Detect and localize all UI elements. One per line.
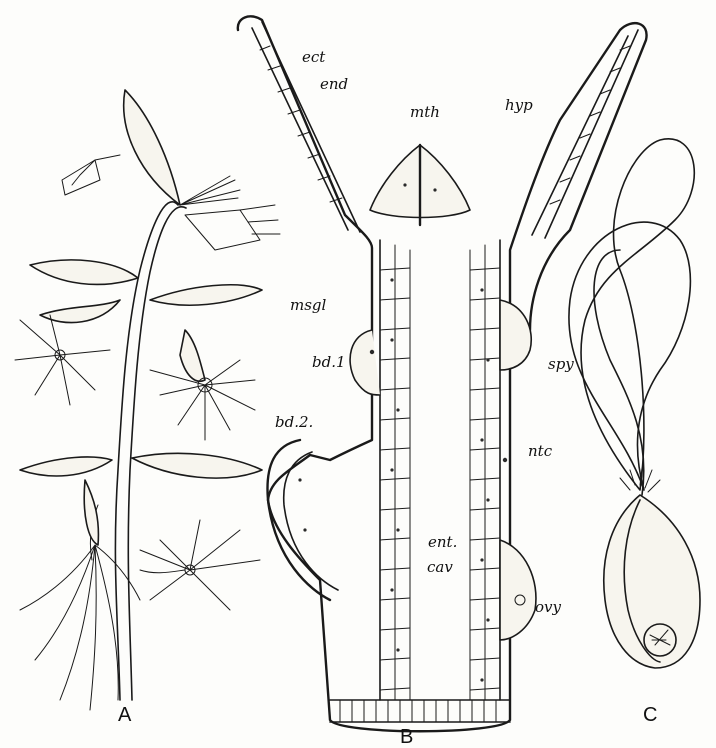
label-ect: ect	[302, 50, 325, 65]
panel-c-caption: C	[643, 705, 657, 725]
label-hyp: hyp	[505, 98, 533, 113]
panel-b-caption: B	[400, 727, 413, 747]
panel-b-drawing	[238, 16, 647, 731]
panel-a-caption: A	[118, 705, 131, 725]
label-bd2: bd.2.	[275, 415, 313, 430]
label-ovy: ovy	[535, 600, 561, 615]
label-ent: ent.	[428, 535, 457, 550]
label-cav: cav	[427, 560, 453, 575]
label-spy: spy	[548, 357, 574, 372]
panel-c-drawing	[569, 139, 700, 668]
label-bd1: bd.1	[312, 355, 346, 370]
panel-a-drawing	[15, 90, 280, 710]
label-end: end	[320, 77, 348, 92]
label-ntc: ntc	[528, 444, 552, 459]
label-msgl: msgl	[290, 298, 326, 313]
label-mth: mth	[410, 105, 440, 120]
